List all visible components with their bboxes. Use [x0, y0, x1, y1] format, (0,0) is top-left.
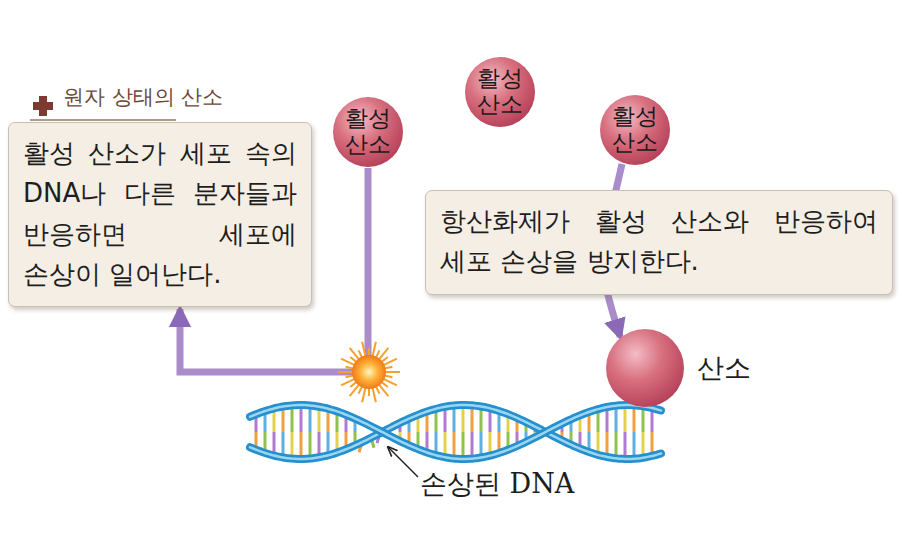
radical-circle: 활성 산소 — [599, 94, 671, 166]
radical-label: 활성 산소 — [609, 104, 661, 156]
oxygen-sphere: 산소 — [605, 328, 685, 408]
radical-label: 활성 산소 — [474, 66, 526, 118]
leader-line — [388, 447, 418, 477]
cross-icon — [33, 96, 53, 116]
oxygen-ball — [605, 328, 685, 408]
heading-underline — [30, 119, 176, 121]
radical-circle: 활성 산소 — [332, 96, 404, 168]
radical-label: 활성 산소 — [342, 106, 394, 158]
oxygen-label: 산소 — [697, 350, 751, 386]
dna-helix — [250, 405, 661, 459]
radical-circle: 활성 산소 — [464, 56, 536, 128]
body-text: 항산화제가 활성 산소와 반응하여 세포 손상을 방지한다. — [440, 201, 878, 282]
damage-burst — [338, 342, 400, 402]
explanation-box: 항산화제가 활성 산소와 반응하여 세포 손상을 방지한다. — [425, 190, 893, 295]
part-label: 손상된 DNA — [420, 466, 574, 502]
heading-text: 원자 상태의 산소 — [63, 83, 223, 111]
explanation-box: 원자 상태의 산소활성 산소가 세포 속의 DNA나 다른 분자들과 반응하면 … — [8, 122, 312, 307]
body-text: 활성 산소가 세포 속의 DNA나 다른 분자들과 반응하면 세포에 손상이 일… — [23, 133, 297, 294]
